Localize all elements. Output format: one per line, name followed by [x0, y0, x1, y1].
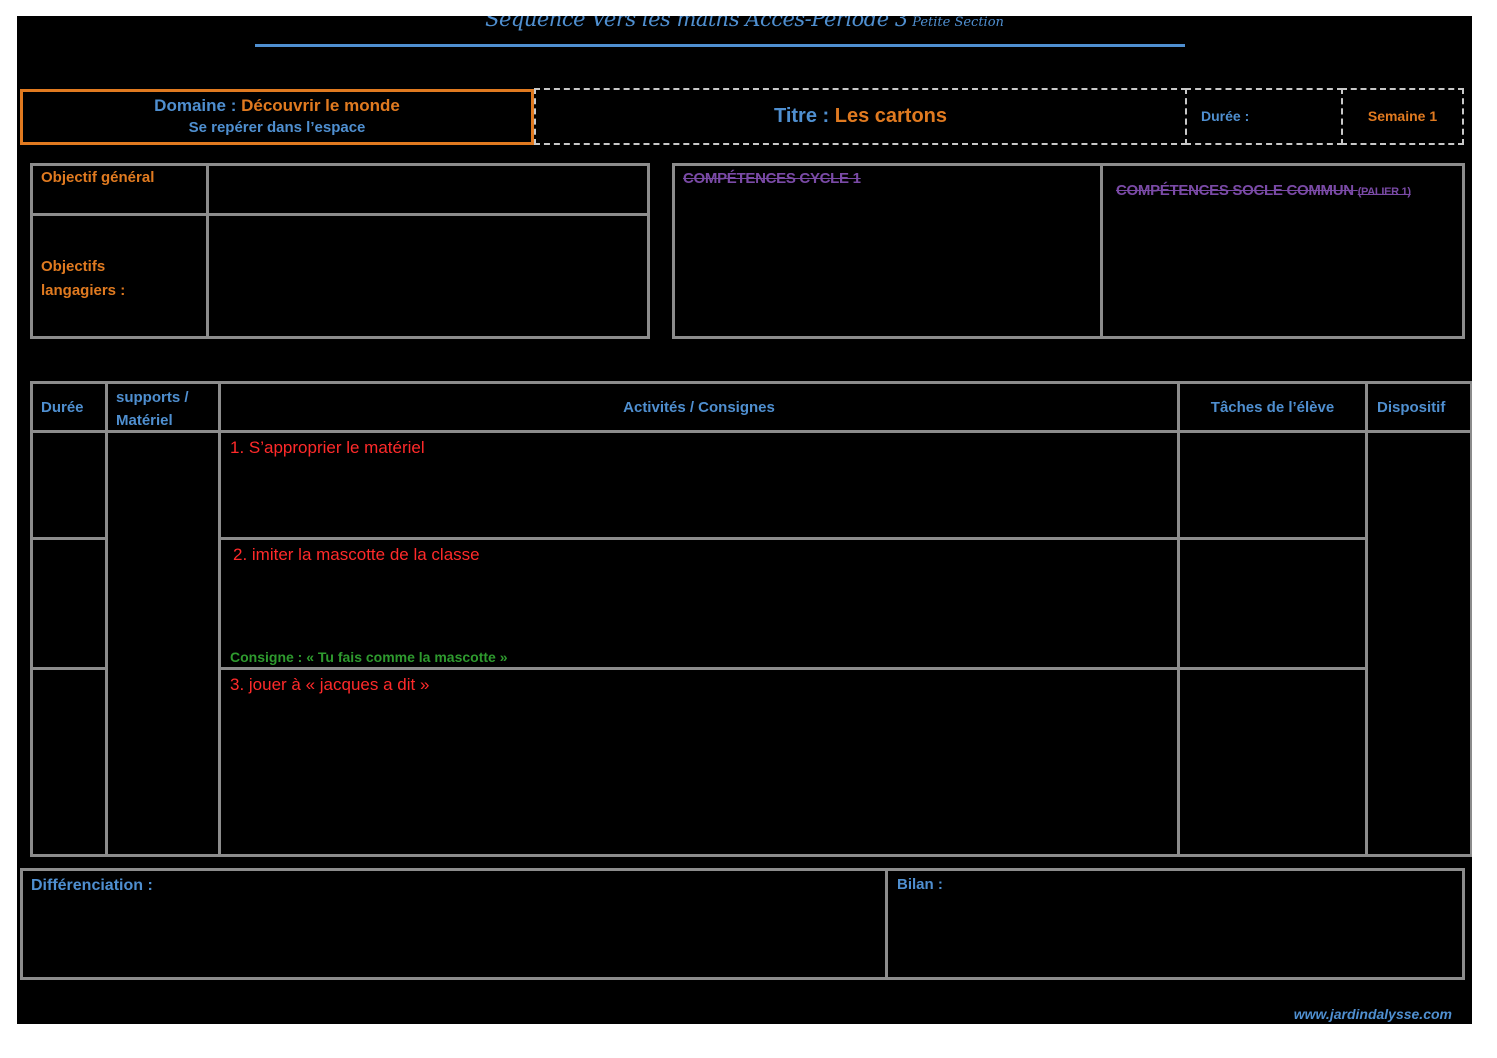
table-row-divider	[33, 667, 107, 670]
domaine-label: Domaine :	[154, 96, 237, 115]
col-header-supports: supports / Matériel	[116, 386, 189, 432]
activity-3-title: 3. jouer à « jacques a dit »	[230, 675, 430, 694]
duree-box: Durée :	[1185, 88, 1343, 145]
semaine-box: Semaine 1	[1341, 88, 1464, 145]
col-header-duree: Durée	[41, 399, 84, 416]
competences-table	[672, 163, 1465, 339]
domaine-subtitle: Se repérer dans l’espace	[188, 119, 366, 136]
competences-cycle-title: COMPÉTENCES CYCLE 1	[683, 170, 861, 187]
table-header-divider	[33, 430, 1470, 433]
table-row-divider	[220, 667, 1367, 670]
differenciation-label: Différenciation :	[31, 877, 153, 894]
objectifs-table	[30, 163, 650, 339]
differenciation-bilan-table	[20, 868, 1465, 980]
domaine-value: Découvrir le monde	[241, 96, 400, 115]
document-page: Séquence Vers les maths Accès-Période 3 …	[17, 16, 1472, 1024]
semaine-label: Semaine 1	[1367, 108, 1438, 124]
table-col-divider	[218, 384, 221, 854]
objectifs-langagiers-line-1: Objectifs	[41, 258, 106, 275]
objectifs-langagiers-label: Objectifs langagiers :	[41, 255, 125, 303]
competences-socle-palier: (PALIER 1)	[1357, 186, 1411, 198]
competences-socle-title: COMPÉTENCES SOCLE COMMUN (PALIER 1)	[1116, 182, 1411, 199]
activities-table	[30, 381, 1472, 857]
sequence-title: Séquence Vers les maths Accès-Période 3	[485, 16, 908, 31]
table-row-divider	[220, 537, 1367, 540]
bilan-label: Bilan :	[897, 876, 943, 893]
activity-2-title: 2. imiter la mascotte de la classe	[233, 545, 480, 564]
activity-1-title: 1. S’approprier le matériel	[230, 438, 425, 457]
competences-socle-label: COMPÉTENCES SOCLE COMMUN	[1116, 182, 1354, 199]
table-row-divider	[33, 537, 107, 540]
table-col-divider	[1177, 384, 1180, 854]
titre-label: Titre :	[773, 105, 830, 127]
objectif-general-label: Objectif général	[41, 169, 155, 186]
domaine-box: Domaine : Découvrir le monde Se repérer …	[20, 89, 534, 145]
activity-2-consigne: Consigne : « Tu fais comme la mascotte »	[230, 649, 508, 665]
col-header-taches: Tâches de l’élève	[1210, 399, 1335, 416]
bilan-divider	[885, 871, 888, 977]
duree-label: Durée :	[1201, 108, 1250, 124]
titre-value: Les cartons	[834, 105, 948, 127]
objectifs-divider	[206, 166, 209, 337]
objectifs-row-divider	[33, 213, 648, 216]
sequence-level: Petite Section	[912, 16, 1004, 30]
document-header: Séquence Vers les maths Accès-Période 3 …	[17, 16, 1472, 46]
objectifs-langagiers-line-2: langagiers :	[41, 282, 126, 299]
col-header-activites: Activités / Consignes	[623, 399, 775, 416]
col-header-dispositif: Dispositif	[1377, 399, 1446, 416]
col-header-supports-line-1: supports /	[116, 389, 189, 406]
footer-url: www.jardindalysse.com	[1293, 1006, 1452, 1022]
table-col-divider	[105, 384, 108, 854]
competences-divider	[1100, 166, 1103, 337]
table-col-divider	[1365, 384, 1368, 854]
col-header-supports-line-2: Matériel	[116, 412, 173, 429]
titre-box: Titre : Les cartons	[534, 88, 1187, 145]
header-underline	[255, 44, 1185, 47]
